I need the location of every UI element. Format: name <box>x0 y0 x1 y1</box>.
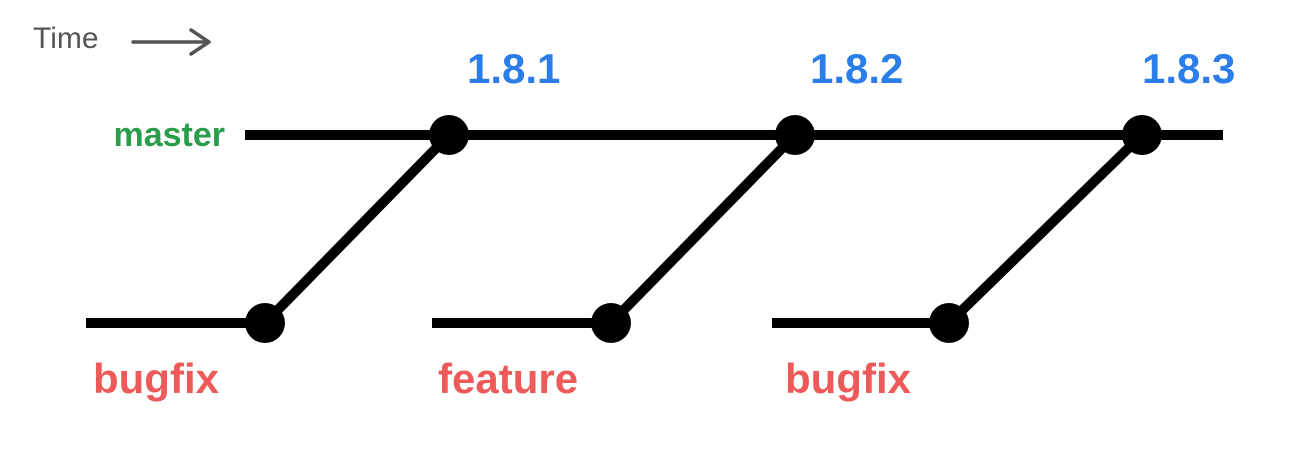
release-tag-1.8.3: 1.8.3 <box>1142 45 1236 92</box>
commit-dot-bugfix-1 <box>245 303 285 343</box>
branch-label-bugfix-1: bugfix <box>93 355 219 402</box>
release-tag-1.8.2: 1.8.2 <box>810 45 904 92</box>
commit-dot-master-1.8.2 <box>775 115 815 155</box>
commit-dot-bugfix-2 <box>929 303 969 343</box>
time-axis-label: Time <box>33 22 99 55</box>
merge-line-feature <box>607 131 799 327</box>
commit-dot-feature <box>591 303 631 343</box>
merge-line-bugfix-1 <box>261 131 453 327</box>
merge-line-bugfix-2 <box>945 131 1146 327</box>
commit-dot-master-1.8.1 <box>429 115 469 155</box>
time-arrow-icon <box>131 28 211 56</box>
commit-dot-master-1.8.3 <box>1122 115 1162 155</box>
branch-label-feature: feature <box>438 355 579 402</box>
release-tag-1.8.1: 1.8.1 <box>467 45 561 92</box>
master-branch-label: master <box>113 116 225 154</box>
branch-label-bugfix-2: bugfix <box>785 355 911 402</box>
